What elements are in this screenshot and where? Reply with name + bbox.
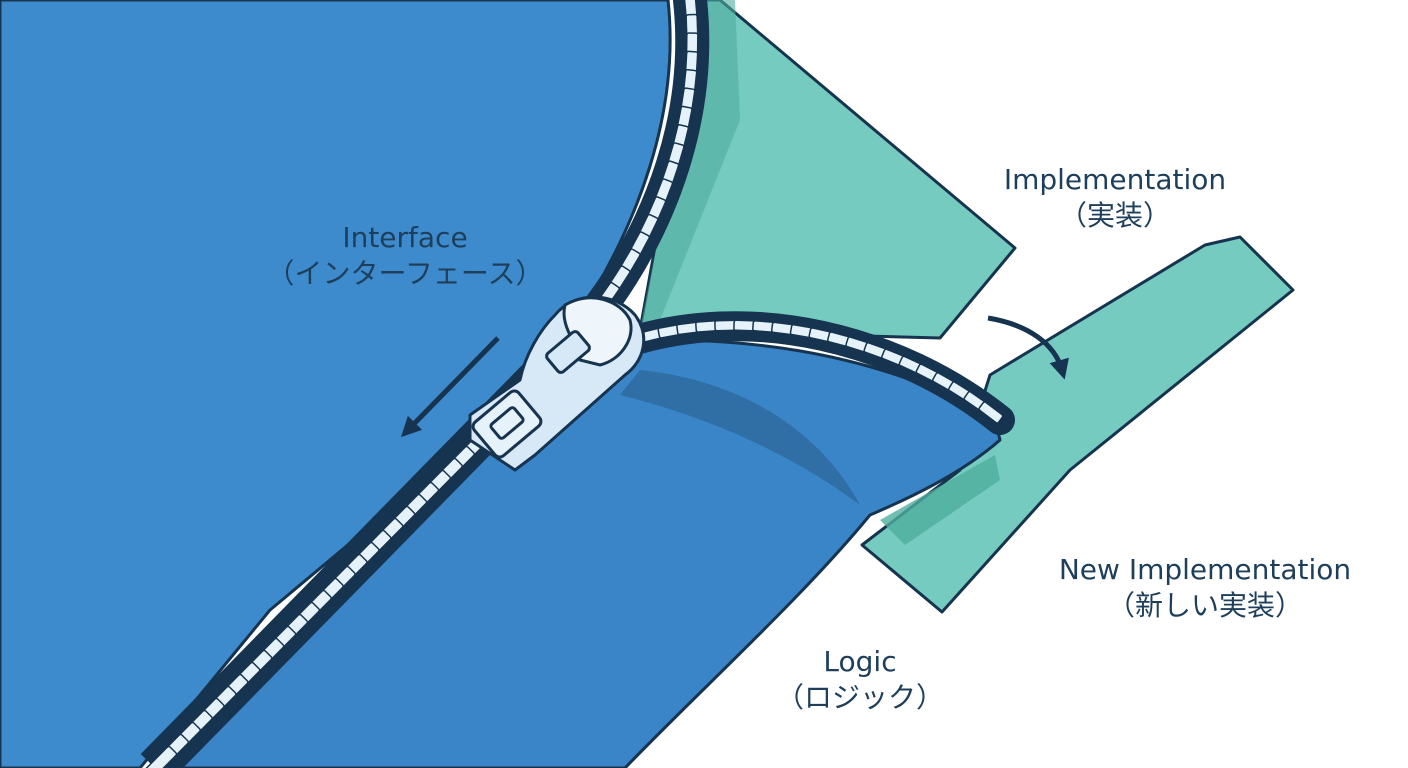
label-interface-en: Interface — [342, 221, 468, 254]
zipper-slider-icon[interactable] — [468, 295, 646, 472]
label-implementation: Implementation （実装） — [950, 162, 1280, 234]
arrow-curved-right-icon — [987, 315, 1069, 380]
label-implementation-en: Implementation — [1003, 163, 1227, 196]
logic-fabric-shadow — [620, 370, 860, 505]
label-interface-ja: （インターフェース） — [266, 257, 544, 290]
label-implementation-ja: （実装） — [1058, 199, 1171, 232]
label-logic: Logic （ロジック） — [720, 644, 1000, 716]
label-new-implementation-en: New Implementation — [1058, 553, 1352, 586]
label-logic-ja: （ロジック） — [775, 681, 944, 714]
arrow-down-left-icon — [401, 336, 500, 438]
zipper-tooth — [978, 401, 1004, 424]
zipper-tooth — [144, 745, 178, 768]
label-new-implementation: New Implementation （新しい実装） — [1010, 552, 1400, 624]
label-interface: Interface （インターフェース） — [225, 220, 585, 292]
label-new-implementation-ja: （新しい実装） — [1106, 589, 1303, 622]
label-logic-en: Logic — [823, 645, 897, 678]
new-implementation-shade — [880, 455, 1000, 545]
